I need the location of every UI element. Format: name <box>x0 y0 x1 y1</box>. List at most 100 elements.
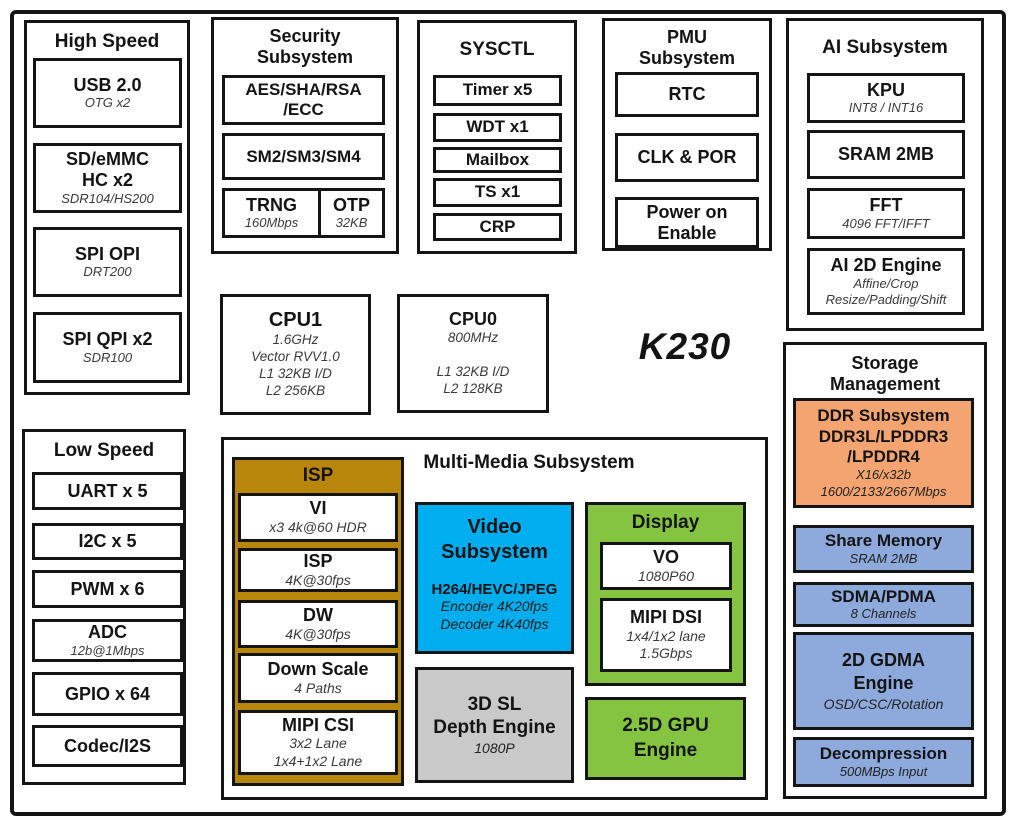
box-label: SPI OPI <box>74 243 141 264</box>
display-group: Display VO 1080P60 MIPI DSI 1x4/1x2 lane… <box>585 502 746 686</box>
box-label: 2.5D GPU Engine <box>622 714 709 761</box>
box-label: USB 2.0 <box>73 74 142 95</box>
box-subtitle: Encoder 4K20fps Decoder 4K40fps <box>440 598 549 632</box>
box-subtitle: x3 4k@60 HDR <box>269 519 367 536</box>
box-label: AI 2D Engine <box>830 254 942 275</box>
mipi-csi-box: MIPI CSI 3x2 Lane 1x4+1x2 Lane <box>238 710 398 775</box>
wdt-box: WDT x1 <box>433 113 562 142</box>
box-label: WDT x1 <box>466 117 529 137</box>
box-label: Power on Enable <box>646 201 728 243</box>
box-subtitle: 4 Paths <box>294 679 342 696</box>
box-label: VI <box>309 498 327 519</box>
box-label: CRP <box>479 216 516 236</box>
spi-qpi-box: SPI QPI x2 SDR100 <box>33 312 182 383</box>
box-label: Down Scale <box>267 658 369 679</box>
box-label: DW <box>303 604 333 625</box>
box-label: SPI QPI x2 <box>62 329 153 350</box>
chip-name-label: K230 <box>638 326 732 367</box>
adc-box: ADC 12b@1Mbps <box>32 619 183 662</box>
mipi-dsi-box: MIPI DSI 1x4/1x2 lane 1.5Gbps <box>600 598 732 672</box>
box-label: SM2/SM3/SM4 <box>246 146 361 166</box>
vo-box: VO 1080P60 <box>600 542 732 590</box>
high-speed-title: High Speed <box>54 31 160 52</box>
box-subtitle: 1.6GHz Vector RVV1.0 L1 32KB I/D L2 256K… <box>251 332 340 398</box>
box-label: CLK & POR <box>637 147 737 168</box>
ai-2d-engine-box: AI 2D Engine Affine/Crop Resize/Padding/… <box>807 248 965 315</box>
share-memory-box: Share Memory SRAM 2MB <box>793 525 974 573</box>
box-label: OTP <box>332 194 370 215</box>
low-speed-title: Low Speed <box>53 440 155 461</box>
box-label: ADC <box>88 622 127 643</box>
trng-box: TRNG 160Mbps <box>222 188 321 238</box>
box-label: Timer x5 <box>462 80 533 100</box>
isp-box: ISP 4K@30fps <box>238 548 398 592</box>
power-on-enable-box: Power on Enable <box>615 197 759 248</box>
multimedia-title: Multi-Media Subsystem <box>423 452 635 473</box>
aes-box: AES/SHA/RSA /ECC <box>222 75 385 125</box>
box-subtitle: 8 Channels <box>850 606 917 622</box>
box-label: Codec/I2S <box>63 735 152 756</box>
cpu1-box: CPU1 1.6GHz Vector RVV1.0 L1 32KB I/D L2… <box>220 294 371 415</box>
box-label: I2C x 5 <box>78 531 137 552</box>
mailbox-box: Mailbox <box>433 147 562 173</box>
dw-box: DW 4K@30fps <box>238 600 398 648</box>
box-subtitle: OSD/CSC/Rotation <box>823 695 944 712</box>
box-label: MIPI CSI <box>281 714 354 735</box>
sd-emmc-box: SD/eMMC HC x2 SDR104/HS200 <box>33 143 182 213</box>
box-label: TRNG <box>246 194 297 215</box>
box-subtitle: 4K@30fps <box>285 625 351 642</box>
ai-panel: AI Subsystem KPU INT8 / INT16 SRAM 2MB F… <box>786 18 984 331</box>
box-label: KPU <box>866 79 905 100</box>
box-subtitle: SDR104/HS200 <box>61 190 154 206</box>
pwm-box: PWM x 6 <box>32 570 183 608</box>
low-speed-panel: Low Speed UART x 5 I2C x 5 PWM x 6 ADC 1… <box>22 429 186 785</box>
crp-box: CRP <box>433 213 562 241</box>
box-subtitle: 160Mbps <box>244 215 299 231</box>
box-subtitle: 4096 FFT/IFFT <box>842 215 930 231</box>
sm-box: SM2/SM3/SM4 <box>222 133 385 180</box>
box-subtitle: 1080P60 <box>637 567 695 584</box>
display-title: Display <box>631 512 700 533</box>
box-label: UART x 5 <box>67 480 148 501</box>
box-subtitle: DRT200 <box>83 264 132 280</box>
storage-panel: Storage Management DDR Subsystem DDR3L/L… <box>783 342 987 799</box>
gdma-engine-box: 2D GDMA Engine OSD/CSC/Rotation <box>793 632 974 730</box>
uart-box: UART x 5 <box>32 472 183 510</box>
box-label: DDR Subsystem DDR3L/LPDDR3 /LPDDR4 <box>817 406 950 466</box>
box-subtitle: 3x2 Lane 1x4+1x2 Lane <box>273 735 363 769</box>
box-label: CPU1 <box>268 309 323 332</box>
pmu-panel: PMU Subsystem RTC CLK & POR Power on Ena… <box>602 18 772 251</box>
high-speed-panel: High Speed USB 2.0 OTG x2 SD/eMMC HC x2 … <box>24 20 190 395</box>
box-label: Decompression <box>819 744 948 764</box>
box-subtitle: 1080P <box>474 740 515 756</box>
gpu-engine-box: 2.5D GPU Engine <box>585 697 746 780</box>
box-label: Video Subsystem <box>441 516 548 563</box>
video-subsystem-box: Video Subsystem H264/HEVC/JPEG Encoder 4… <box>415 502 574 654</box>
box-label: 3D SL Depth Engine <box>433 693 556 739</box>
sysctl-panel: SYSCTL Timer x5 WDT x1 Mailbox TS x1 CRP <box>417 20 577 254</box>
box-subtitle: SRAM 2MB <box>849 550 918 566</box>
fft-box: FFT 4096 FFT/IFFT <box>807 188 965 239</box>
spi-opi-box: SPI OPI DRT200 <box>33 227 182 297</box>
storage-title: Storage Management <box>829 353 941 394</box>
clk-por-box: CLK & POR <box>615 133 759 182</box>
sram-box: SRAM 2MB <box>807 130 965 179</box>
ai-title: AI Subsystem <box>822 37 948 58</box>
box-label: FFT <box>869 195 903 216</box>
box-label: PWM x 6 <box>70 578 145 599</box>
isp-group-title: ISP <box>302 465 334 486</box>
box-label: RTC <box>668 84 706 105</box>
box-subtitle: 4K@30fps <box>285 571 351 588</box>
sysctl-title: SYSCTL <box>459 39 535 60</box>
isp-group: ISP VI x3 4k@60 HDR ISP 4K@30fps DW 4K@3… <box>232 457 404 786</box>
box-label: ISP <box>303 550 333 571</box>
rtc-box: RTC <box>615 72 759 117</box>
ddr-subsystem-box: DDR Subsystem DDR3L/LPDDR3 /LPDDR4 X16/x… <box>793 398 974 508</box>
security-title: Security Subsystem <box>256 26 354 67</box>
cpu0-box: CPU0 800MHz L1 32KB I/D L2 128KB <box>397 294 549 413</box>
box-label: VO <box>652 546 679 567</box>
box-subtitle: X16/x32b 1600/2133/2667Mbps <box>820 467 947 499</box>
multimedia-panel: Multi-Media Subsystem ISP VI x3 4k@60 HD… <box>221 437 768 800</box>
box-label: GPIO x 64 <box>64 683 151 704</box>
box-label: CPU0 <box>448 309 497 330</box>
